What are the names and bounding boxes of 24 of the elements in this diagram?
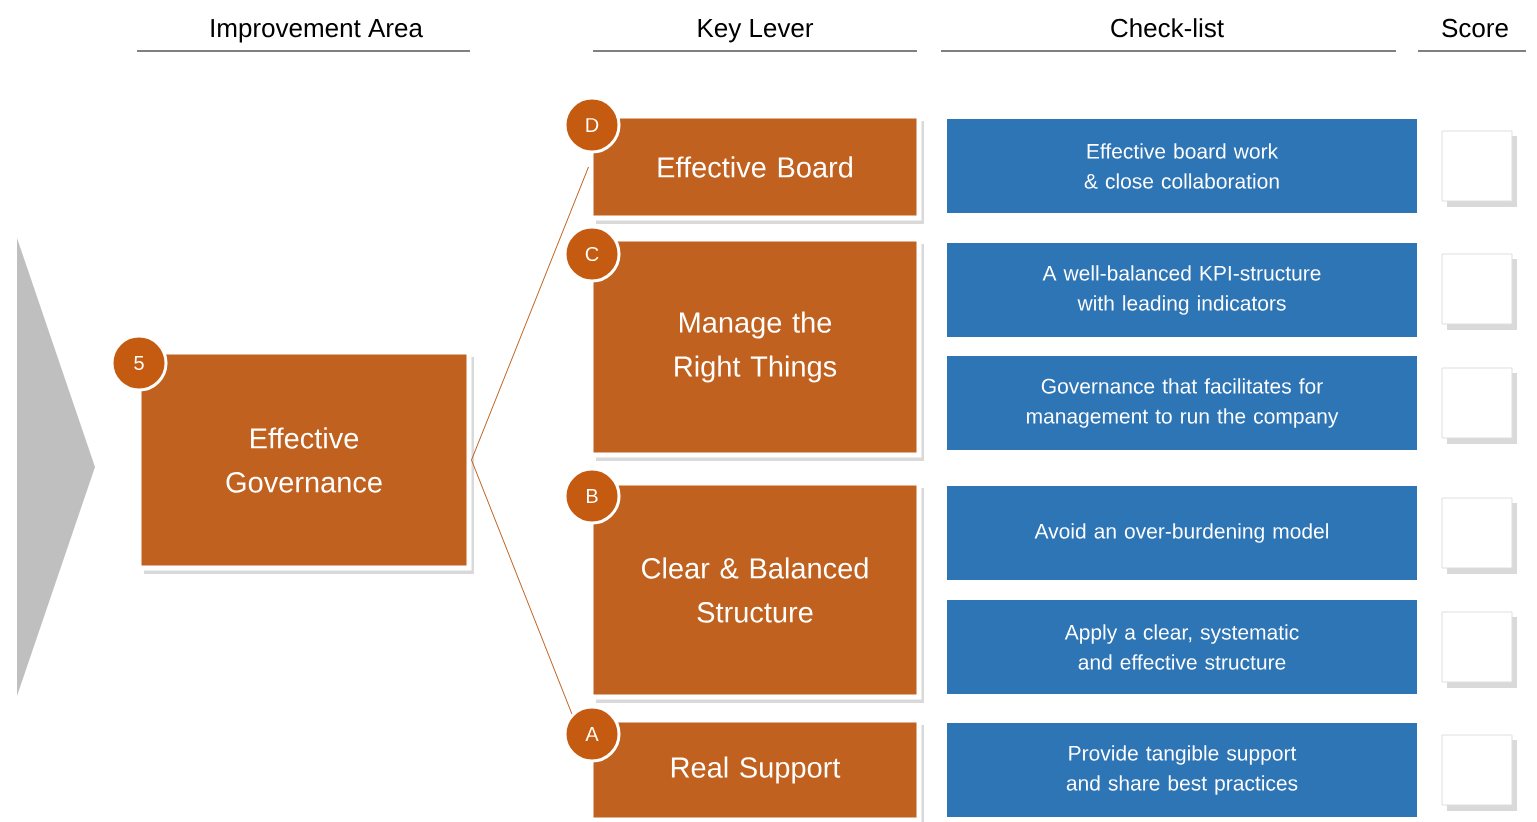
score-box xyxy=(1441,734,1517,811)
column-heading: Score xyxy=(1442,18,1508,38)
letter-badge: 5 xyxy=(110,334,168,392)
letter-badge: C xyxy=(563,225,621,283)
chevron-shape xyxy=(17,238,95,696)
connector-line xyxy=(471,166,589,461)
score-box xyxy=(1441,253,1517,330)
score-box xyxy=(1441,497,1517,574)
column-heading: Check-list xyxy=(1111,18,1224,38)
column-heading: Improvement Area xyxy=(211,19,423,43)
score-box xyxy=(1441,611,1517,688)
checklist-box: Effective board work & close collaboration xyxy=(947,119,1417,213)
checklist-box: Governance that facilitates for management to run the company xyxy=(947,356,1417,450)
checklist-box: Provide tangible support and share best practices xyxy=(947,723,1417,817)
score-box xyxy=(1441,130,1517,207)
letter-badge: A xyxy=(563,705,621,763)
score-box xyxy=(1441,367,1517,444)
letter-badge: D xyxy=(563,96,621,154)
checklist-box: A well-balanced KPI-structure with leading indicators xyxy=(947,243,1417,337)
letter-badge: B xyxy=(563,467,621,525)
column-heading: Key Lever xyxy=(698,19,814,43)
checklist-box: Avoid an over-burdening model xyxy=(947,486,1417,580)
checklist-box: Apply a clear, systematic and effective structure xyxy=(947,600,1417,694)
connector-line xyxy=(471,459,573,715)
